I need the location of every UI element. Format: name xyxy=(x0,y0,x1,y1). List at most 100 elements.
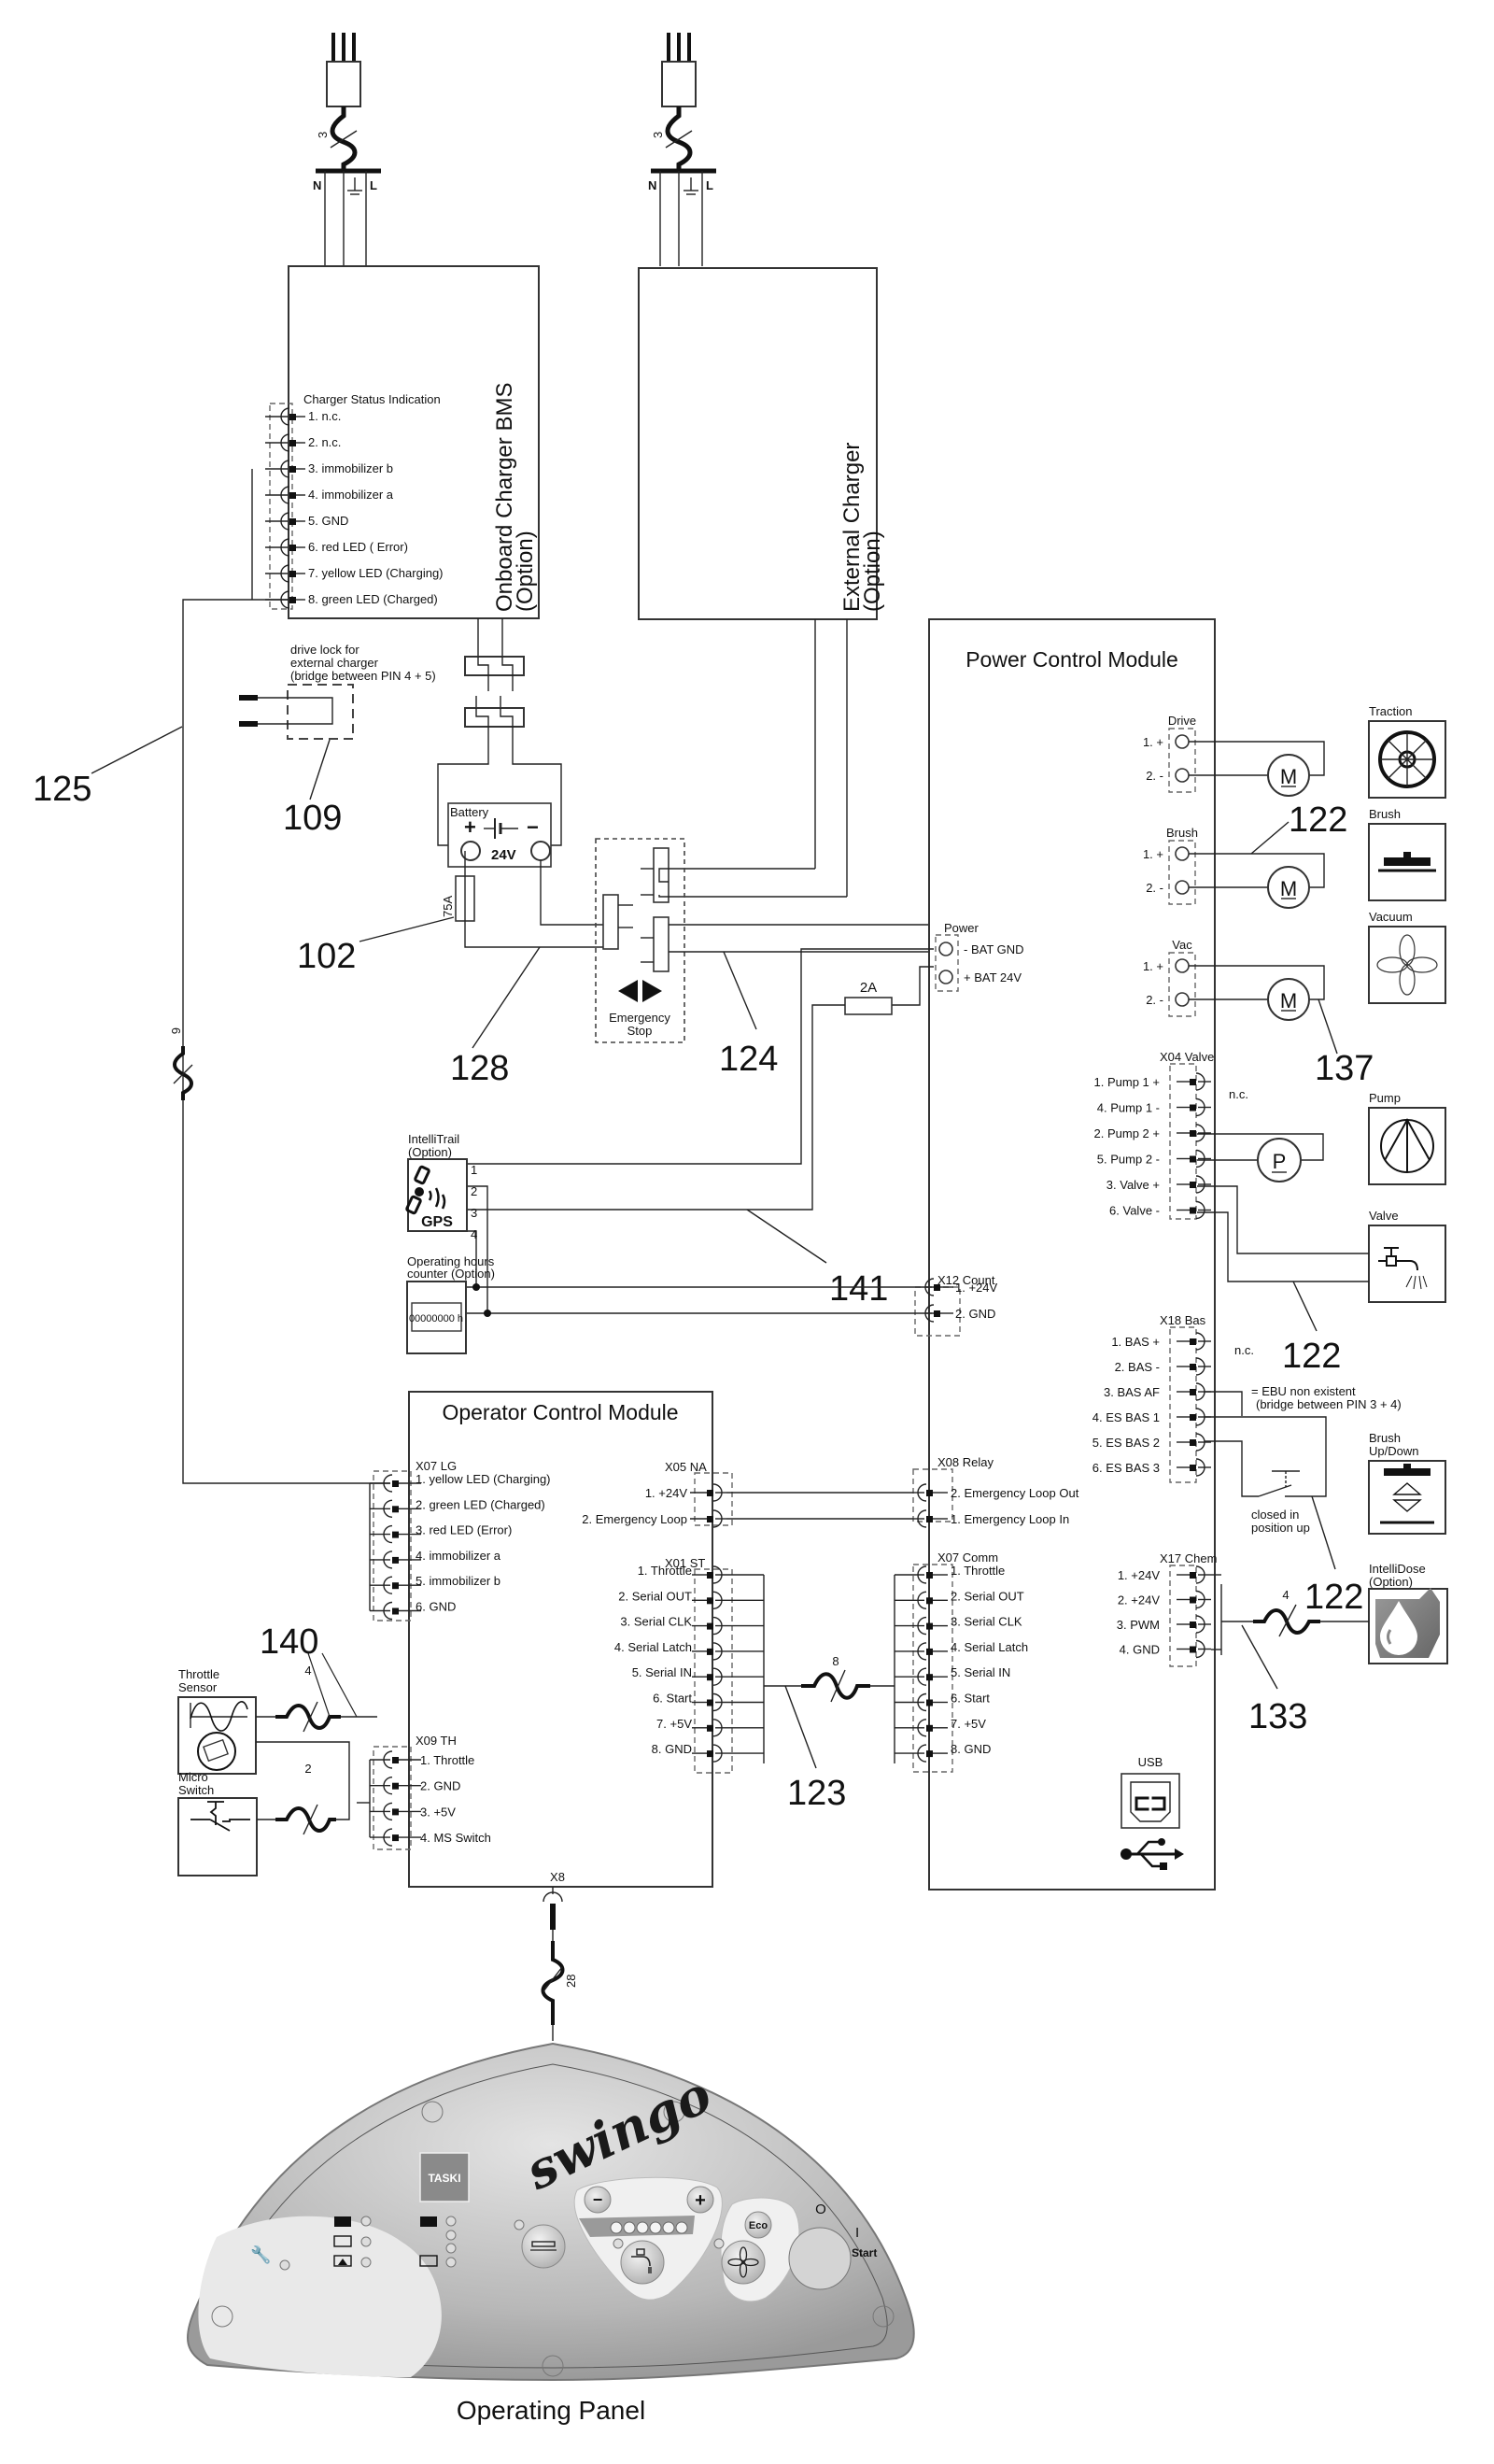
off-label: O xyxy=(815,2202,826,2217)
motor-symbol: M xyxy=(1280,765,1297,788)
battery-cell-icon xyxy=(484,818,518,839)
charger-pin-label: 5. GND xyxy=(308,514,348,528)
intellidose-drop-icon xyxy=(1375,1588,1440,1658)
vac-pin-label: 2. - xyxy=(1146,993,1163,1007)
level-led xyxy=(623,2221,636,2234)
charger-pin xyxy=(265,486,305,504)
service-indicator: 🔧 xyxy=(250,2245,290,2271)
x17-title: X17 Chem xyxy=(1160,1551,1217,1565)
x07comm-pin-label: 4. Serial Latch xyxy=(951,1640,1028,1654)
ref-137: 137 xyxy=(1315,1049,1374,1088)
charger-pin-label: 2. n.c. xyxy=(308,435,341,449)
chem-cable: 4 133 xyxy=(1220,1584,1369,1736)
hours-counter-label-1: Operating hours xyxy=(407,1254,495,1268)
x17-pin-label: 4. GND xyxy=(1120,1643,1160,1657)
x04-pin xyxy=(1177,1149,1211,1168)
vacuum-button[interactable] xyxy=(721,2240,766,2285)
start-label: Start xyxy=(852,2246,877,2259)
x01-pin xyxy=(692,1719,764,1737)
x04-nc-label: n.c. xyxy=(1229,1087,1248,1101)
intellitrail-pin-2: 2 xyxy=(471,1184,477,1198)
x04-pin xyxy=(1177,1097,1211,1117)
external-charger-module: External Charger (Option) xyxy=(638,267,885,898)
drive-lock-bridge: drive lock for external charger (bridge … xyxy=(239,643,436,838)
brush-label: Brush xyxy=(1369,807,1401,821)
x07comm-pin-label: 6. Start xyxy=(951,1692,990,1706)
ground-icon xyxy=(347,177,362,195)
ref-125: 125 xyxy=(33,770,92,809)
usb-label: USB xyxy=(1138,1755,1163,1769)
charger-pin-label: 6. red LED ( Error) xyxy=(308,540,408,554)
operating-panel-title: Operating Panel xyxy=(457,2396,645,2425)
x01-pin xyxy=(692,1591,764,1609)
label-l: L xyxy=(706,178,713,192)
water-decrease-button[interactable]: − xyxy=(584,2186,612,2214)
on-label: I xyxy=(855,2225,859,2241)
x01-pin-label: 6. Start xyxy=(653,1692,692,1706)
x17-pin xyxy=(1177,1590,1211,1609)
intellidose-label-1: IntelliDose xyxy=(1369,1562,1426,1576)
cable-count-chem: 4 xyxy=(1282,1588,1289,1602)
drive-lock-line-2: external charger xyxy=(290,656,379,670)
x17-pin xyxy=(1177,1565,1211,1584)
x05-title: X05 NA xyxy=(665,1460,707,1474)
external-charger-title: External Charger xyxy=(839,443,865,612)
x09-pin xyxy=(370,1828,421,1847)
x12-pin-label: 1. +24V xyxy=(955,1281,998,1295)
wheel-icon xyxy=(1378,730,1436,788)
cable-count-comm: 8 xyxy=(832,1654,839,1668)
x05-pin xyxy=(690,1509,726,1528)
service-wrench-icon: 🔧 xyxy=(250,2245,271,2264)
x18-title: X18 Bas xyxy=(1160,1313,1206,1327)
x07lg-pin-label: 4. immobilizer a xyxy=(416,1549,501,1563)
level-led xyxy=(649,2221,662,2234)
brush-pin-label: 1. + xyxy=(1143,847,1163,861)
ref-141: 141 xyxy=(829,1269,888,1309)
fuse-75a-label: 75A xyxy=(441,896,455,917)
emergency-stop-line-2: Stop xyxy=(627,1024,653,1038)
x07lg-pin-label: 2. green LED (Charged) xyxy=(416,1497,545,1511)
level-led xyxy=(675,2221,688,2234)
water-button[interactable] xyxy=(620,2240,665,2285)
x09-pin-label: 2. GND xyxy=(420,1779,460,1793)
x07comm-pin-label: 7. +5V xyxy=(951,1717,986,1731)
x18-nc-label: n.c. xyxy=(1234,1343,1254,1357)
x08-pin xyxy=(913,1509,948,1528)
throttle-sensor-label-1: Throttle xyxy=(178,1667,219,1681)
x18-pin xyxy=(1177,1458,1211,1477)
start-key-switch[interactable] xyxy=(788,2227,852,2290)
pump-icon xyxy=(1380,1117,1434,1173)
water-increase-button[interactable]: + xyxy=(686,2186,714,2214)
cable-count-mains-external: 3 xyxy=(651,132,665,138)
eco-button[interactable]: Eco xyxy=(744,2211,772,2239)
x18-pin-label: 1. BAS + xyxy=(1111,1335,1160,1349)
intellitrail-pin-4: 4 xyxy=(471,1227,477,1241)
valve-label: Valve xyxy=(1369,1209,1399,1223)
brush-button[interactable] xyxy=(521,2224,566,2269)
onboard-charger-module: Onboard Charger BMS (Option) Charger Sta… xyxy=(251,265,540,619)
x07lg-title: X07 LG xyxy=(416,1459,457,1473)
charger-status-connector: 1. n.c.2. n.c.3. immobilizer b4. immobil… xyxy=(251,407,444,609)
level-led xyxy=(610,2221,623,2234)
x01-pin xyxy=(692,1565,764,1584)
x07lg-pin-label: 1. yellow LED (Charging) xyxy=(416,1472,551,1486)
x17-pin xyxy=(1177,1615,1211,1634)
x18-note-1: = EBU non existent xyxy=(1251,1384,1356,1398)
intellitrail-label-1: IntelliTrail xyxy=(408,1132,459,1146)
level-led xyxy=(662,2221,675,2234)
intellitrail-wiring: 2A 141 xyxy=(459,948,934,1317)
operator-control-module: Operator Control Module X07 LG 1. yellow… xyxy=(357,1391,913,1888)
ground-icon xyxy=(684,177,698,195)
vac-pin-label: 1. + xyxy=(1143,959,1163,973)
x01-pin-label: 1. Throttle xyxy=(638,1564,692,1578)
x05-pin xyxy=(690,1483,726,1502)
x01-pin-label: 8. GND xyxy=(652,1742,692,1756)
x08-title: X08 Relay xyxy=(937,1455,994,1469)
switch-note-2: position up xyxy=(1251,1521,1310,1535)
throttle-sensor-label-2: Sensor xyxy=(178,1680,218,1694)
x07comm-pin xyxy=(895,1667,948,1686)
x18-pin-label: 3. BAS AF xyxy=(1104,1385,1160,1399)
